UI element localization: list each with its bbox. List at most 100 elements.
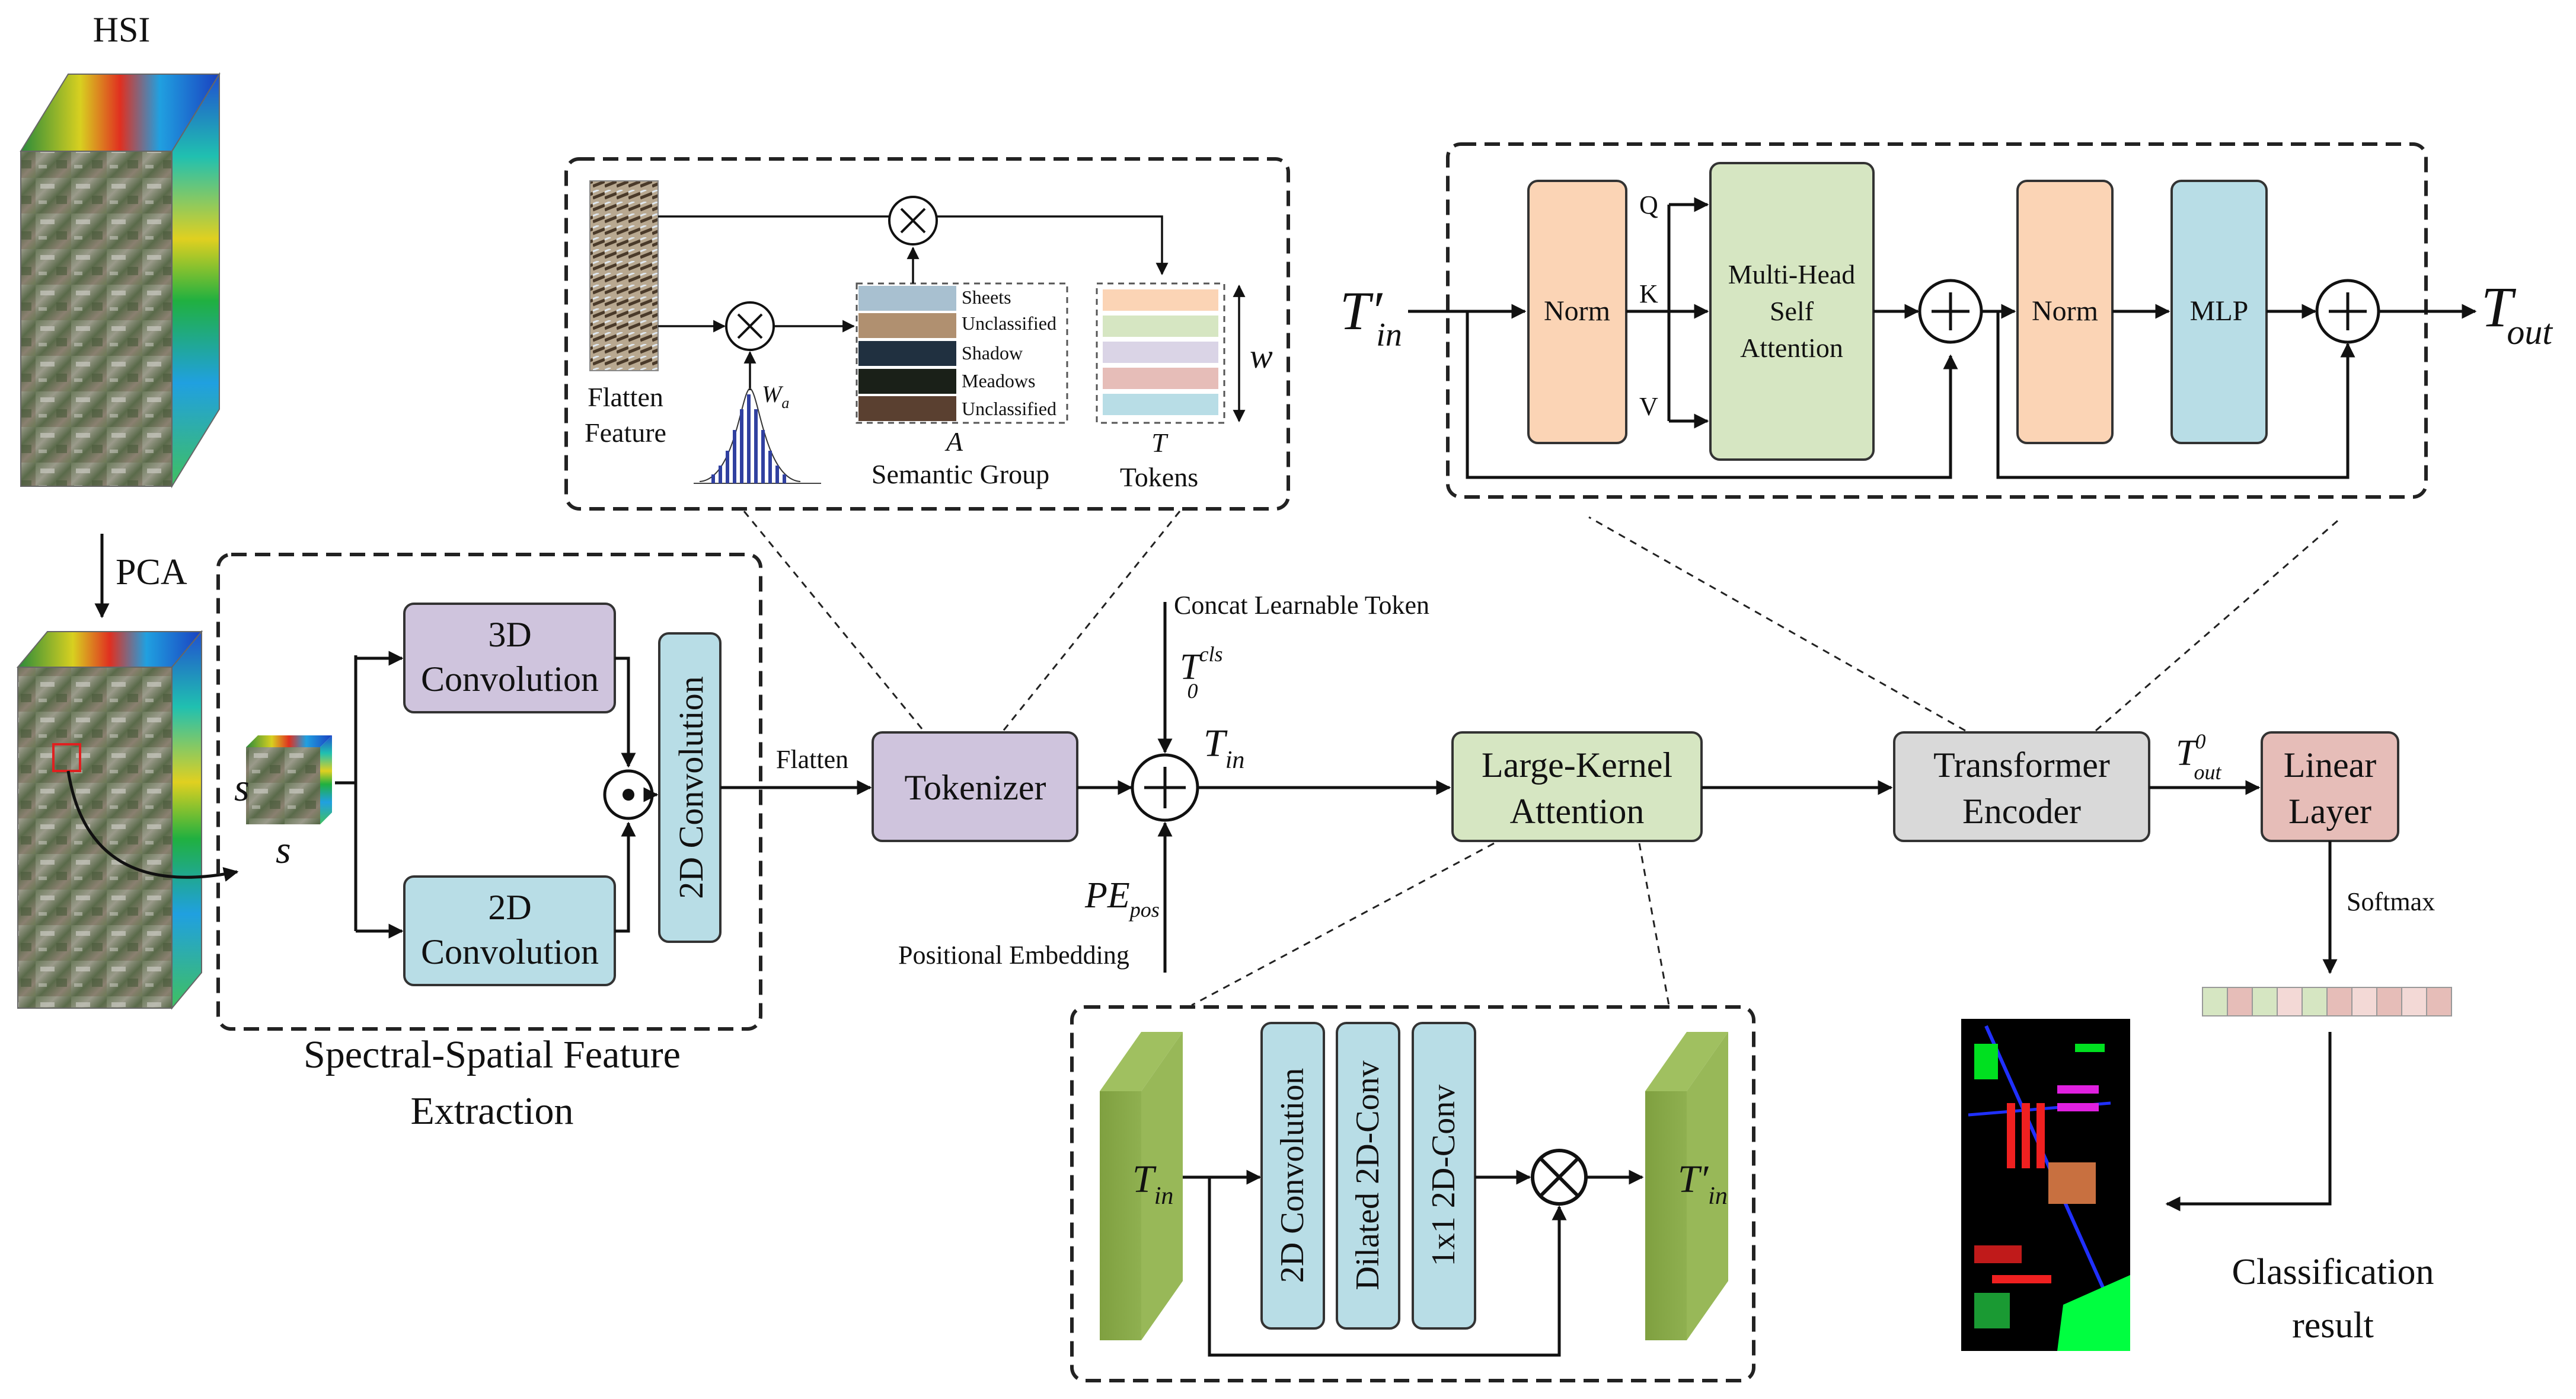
- tokens-label: Tokens: [1120, 462, 1198, 492]
- top-path-arrow: [658, 215, 1169, 276]
- lka-line2: Attention: [1510, 792, 1645, 831]
- tokenizer-detail-region: [564, 157, 1290, 511]
- lka-zoom-right: [1638, 843, 1670, 1006]
- conv2d-vertical-label: 2D Convolution: [672, 676, 710, 898]
- 3d-to-dot-arrow: [615, 657, 636, 768]
- residual-2-arrow: [1996, 311, 2355, 479]
- encoder-zoom-left: [1588, 516, 1966, 732]
- add-operator-1: [1918, 279, 1983, 344]
- tout-label: Tout: [2481, 275, 2553, 352]
- ssfe-title-line1: Spectral-Spatial Feature: [304, 1033, 681, 1076]
- lka-in-label: Tin: [1132, 1158, 1173, 1210]
- positional-embedding-label: Positional Embedding: [898, 941, 1129, 970]
- hadamard-operator: [603, 769, 654, 820]
- conv2d-vertical-block: 2D Convolution: [658, 632, 722, 943]
- linear-line1: Linear: [2284, 745, 2377, 785]
- transformer-tin-prime: T′in: [1340, 281, 1402, 353]
- tokens-stack: [1096, 282, 1225, 424]
- group-label-2: Shadow: [962, 342, 1023, 364]
- w-label: w: [1250, 337, 1273, 375]
- conv3d-line2: Convolution: [421, 659, 599, 699]
- residual-1-arrow: [1466, 311, 1958, 479]
- lka-dilated-block: Dilated 2D-Conv: [1336, 1022, 1400, 1330]
- semantic-group-stack: [856, 282, 1068, 424]
- norm1-block: Norm: [1527, 180, 1627, 444]
- mhsa-line3: Attention: [1740, 333, 1843, 363]
- add-operator-main: [1131, 753, 1199, 822]
- mhsa-line2: Self: [1770, 296, 1814, 326]
- transformer-encoder-block: Transformer Encoder: [1893, 731, 2150, 842]
- tokenizer-zoom-left: [743, 511, 926, 733]
- group-label-1: Unclassified: [962, 313, 1056, 334]
- linear-layer-block: Linear Layer: [2261, 731, 2399, 842]
- conv2d-line1: 2D: [488, 888, 531, 927]
- add-operator-2: [2315, 279, 2380, 344]
- wa-histogram: [694, 387, 821, 484]
- tokenizer-label: Tokenizer: [904, 768, 1046, 807]
- conv3d-block: 3D Convolution: [403, 603, 616, 713]
- tokenizer-zoom-right: [1001, 511, 1181, 733]
- encoder-line2: Encoder: [1962, 792, 2081, 831]
- transformer-detail-region: [1446, 142, 2428, 499]
- pca-label: PCA: [116, 552, 187, 592]
- hsi-cube: [20, 72, 221, 489]
- lka-out-label: T′in: [1678, 1158, 1728, 1210]
- norm2-label: Norm: [2032, 295, 2098, 327]
- lka-b1-label: 2D Convolution: [1274, 1068, 1311, 1283]
- semantic-group-label: Semantic Group: [872, 459, 1049, 489]
- patch-s-bottom: s: [276, 828, 291, 872]
- mlp-label: MLP: [2190, 295, 2249, 327]
- lka-input-tensor: [1100, 1032, 1183, 1340]
- probability-vector: [2202, 987, 2452, 1016]
- q-label: Q: [1639, 190, 1658, 219]
- result-line2: result: [2292, 1305, 2374, 1346]
- norm1-label: Norm: [1544, 295, 1610, 327]
- classification-map: [1961, 1019, 2130, 1351]
- lka-multiply-operator: [1531, 1149, 1588, 1206]
- to-result-arrow: [2165, 1032, 2332, 1212]
- semantic-group-labels: Sheets Unclassified Shadow Meadows Uncla…: [962, 286, 1056, 419]
- flatten-feature-strip: [589, 180, 659, 371]
- lka-zoom-left: [1191, 842, 1495, 1006]
- norm2-block: Norm: [2016, 180, 2114, 444]
- lka-b2-label: Dilated 2D-Conv: [1349, 1060, 1386, 1290]
- mhsa-line1: Multi-Head: [1728, 259, 1856, 289]
- patch-marker: [52, 743, 81, 772]
- lka-conv2d-block: 2D Convolution: [1260, 1022, 1325, 1330]
- lka-output-tensor: [1645, 1032, 1728, 1340]
- v-label: V: [1639, 392, 1658, 421]
- multiply-operator-1: [725, 301, 775, 351]
- encoder-line1: Transformer: [1933, 745, 2110, 785]
- semantic-letter: A: [944, 426, 963, 457]
- flatten-feature-line1: Flatten: [588, 382, 663, 412]
- conv3d-line1: 3D: [488, 615, 531, 654]
- mhsa-block: Multi-Head Self Attention: [1709, 162, 1875, 461]
- pe-pos-label: PEpos: [1084, 875, 1160, 922]
- lka-1x1-block: 1x1 2D-Conv: [1412, 1022, 1476, 1330]
- ssfe-title-line2: Extraction: [411, 1089, 574, 1133]
- patch-extract-arrow: [66, 770, 239, 882]
- pca-cube: [16, 630, 203, 1010]
- k-label: K: [1639, 279, 1658, 308]
- mlp-block: MLP: [2170, 180, 2268, 444]
- flatten-label: Flatten: [776, 745, 848, 774]
- conv2d-block: 2D Convolution: [403, 875, 616, 986]
- flatten-feature-line2: Feature: [585, 418, 666, 448]
- tokens-letter: T: [1151, 428, 1169, 458]
- 2d-to-dot-arrow: [615, 821, 636, 933]
- hsi-label: HSI: [93, 10, 151, 49]
- group-label-3: Meadows: [962, 370, 1035, 391]
- encoder-zoom-right: [2095, 516, 2342, 732]
- softmax-label: Softmax: [2347, 887, 2435, 916]
- tokenizer-block: Tokenizer: [872, 731, 1078, 842]
- group-label-4: Unclassified: [962, 398, 1056, 419]
- result-line1: Classification: [2232, 1252, 2434, 1292]
- wa-label: Wa: [762, 381, 789, 412]
- tin-label: Tin: [1204, 722, 1244, 774]
- lka-skip-arrow: [1208, 1177, 1567, 1357]
- ssfe-region: [216, 553, 762, 1031]
- lka-block: Large-Kernel Attention: [1451, 731, 1703, 842]
- patch-cube: [246, 735, 332, 824]
